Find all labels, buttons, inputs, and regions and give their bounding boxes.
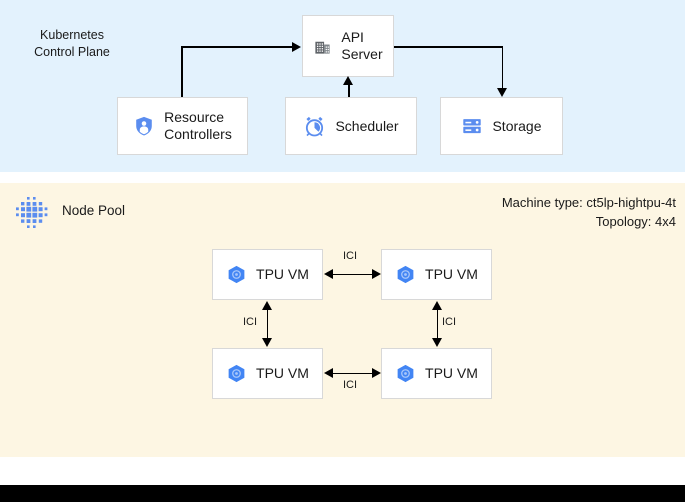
node-tpu-vm-2-label: TPU VM (425, 266, 478, 283)
bottom-bar (0, 485, 685, 502)
tpu-hexagon-icon (228, 364, 245, 383)
ici-top-line (331, 273, 373, 276)
ici-left-line (266, 309, 269, 339)
node-pool-title: Node Pool (62, 203, 126, 218)
connector-rc-to-api-arrowhead (292, 41, 301, 52)
node-tpu-vm-1-label: TPU VM (256, 266, 309, 283)
ici-right-arrowhead-down (432, 338, 442, 347)
tpu-hexagon-icon (228, 265, 245, 284)
tpu-hexagon-icon (397, 265, 414, 284)
ici-bottom-arrowhead-right (372, 368, 381, 378)
node-storage-label: Storage (492, 117, 542, 134)
connector-api-to-storage-arrowhead (497, 88, 507, 97)
node-tpu-vm-3[interactable]: TPU VM (212, 348, 323, 399)
ici-right-line (436, 309, 439, 339)
ici-bottom-arrowhead-left (324, 368, 333, 378)
ici-bottom-label: ICI (343, 379, 358, 391)
ici-top-label: ICI (343, 250, 358, 262)
connector-scheduler-to-api-vertical (348, 84, 350, 97)
node-scheduler-label: Scheduler (335, 117, 399, 134)
machine-type-line: Machine type: ct5lp-hightpu-4t (501, 195, 676, 210)
node-tpu-vm-1[interactable]: TPU VM (212, 249, 323, 300)
ici-left-arrowhead-up (262, 301, 272, 310)
alarm-clock-icon (306, 116, 324, 136)
shield-person-icon (136, 116, 152, 136)
tpu-hexagon-icon (397, 364, 414, 383)
ici-left-label: ICI (243, 316, 258, 328)
ici-right-label: ICI (442, 316, 457, 328)
topology-line: Topology: 4x4 (595, 213, 676, 229)
node-tpu-vm-3-label: TPU VM (256, 365, 309, 382)
connector-rc-to-api-horizontal (181, 46, 292, 48)
node-tpu-vm-4-label: TPU VM (425, 365, 478, 382)
connector-api-to-storage-horizontal (394, 46, 503, 48)
database-icon (463, 119, 482, 134)
node-storage[interactable]: Storage (440, 97, 563, 155)
node-scheduler[interactable]: Scheduler (285, 97, 417, 155)
connector-rc-to-api-vertical (181, 47, 183, 97)
machine-metadata: Machine type: ct5lp-hightpu-4t Topology:… (502, 194, 676, 232)
ici-top-arrowhead-right (372, 269, 381, 279)
ici-right-arrowhead-up (432, 301, 442, 310)
node-resource-controllers-label: Resource Controllers (164, 109, 232, 142)
node-pool-panel (0, 183, 685, 457)
control-plane-title: Kubernetes Control Plane (34, 28, 110, 59)
connector-api-to-storage-vertical (501, 46, 504, 89)
ici-left-arrowhead-down (262, 338, 272, 347)
building-icon (315, 41, 330, 54)
node-tpu-vm-2[interactable]: TPU VM (381, 249, 492, 300)
node-api-server[interactable]: API Server (302, 15, 394, 77)
tpu-dot-grid-icon (16, 197, 48, 228)
node-api-server-label: API Server (341, 29, 383, 62)
node-resource-controllers[interactable]: Resource Controllers (117, 97, 248, 155)
node-tpu-vm-4[interactable]: TPU VM (381, 348, 492, 399)
connector-scheduler-to-api-arrowhead (343, 76, 353, 85)
ici-top-arrowhead-left (324, 269, 333, 279)
ici-bottom-line (331, 372, 373, 375)
